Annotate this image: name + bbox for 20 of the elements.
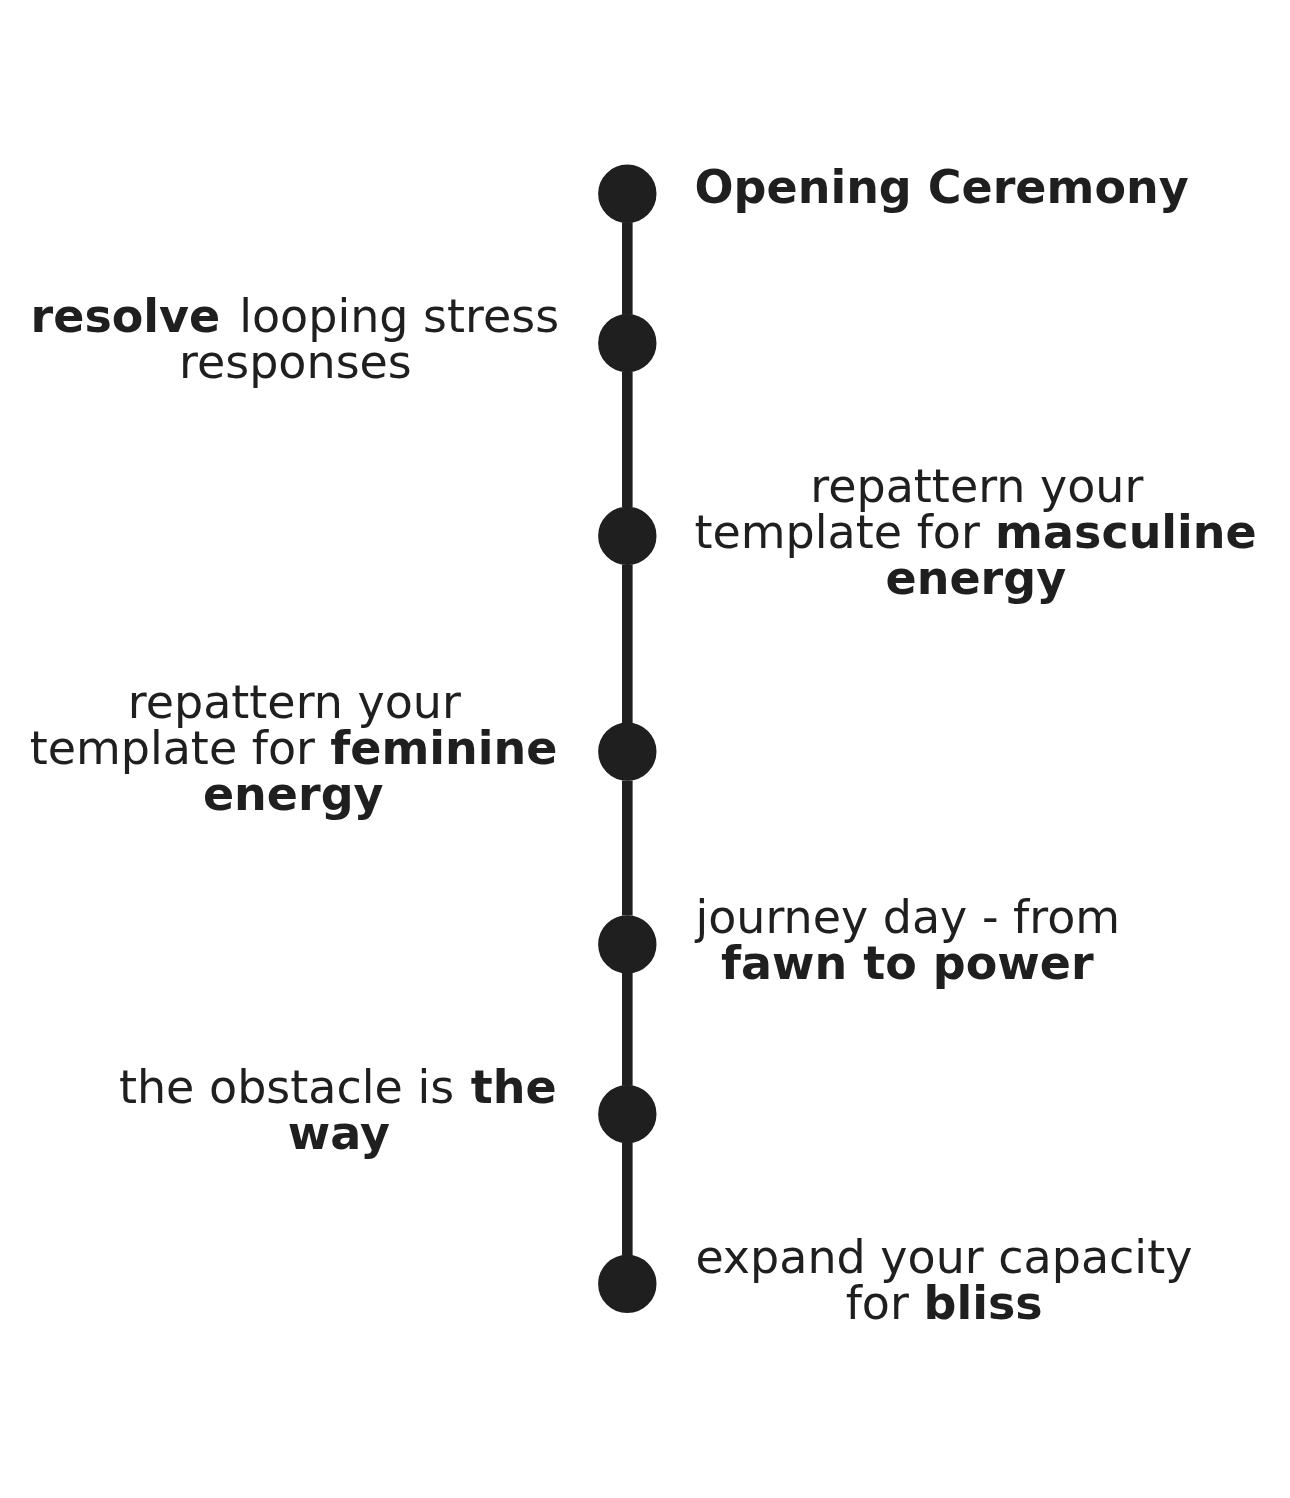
connector [622,1142,633,1256]
node-circle [598,722,657,781]
node-label: repattern your template for masculine energy [694,458,1257,605]
connector [622,372,633,508]
node-circle [598,1084,657,1144]
node-circle [598,1254,657,1314]
node-circle [598,164,657,223]
node-label: journey day - from fawn to power [695,890,1121,991]
node-label: repattern your template for feminine energy [29,674,558,821]
node-label: Opening Ceremony [694,160,1189,215]
node-label: resolve looping stress responses [30,289,560,390]
node-label: expand your capacity for bliss [695,1229,1193,1330]
connector [622,564,633,724]
connector [622,780,633,916]
connector [622,222,633,315]
node-label: the obstacle is the way [118,1060,557,1161]
node-circle [598,314,657,373]
node-circle [598,506,657,566]
node-circle [598,915,657,974]
connector [622,972,633,1086]
